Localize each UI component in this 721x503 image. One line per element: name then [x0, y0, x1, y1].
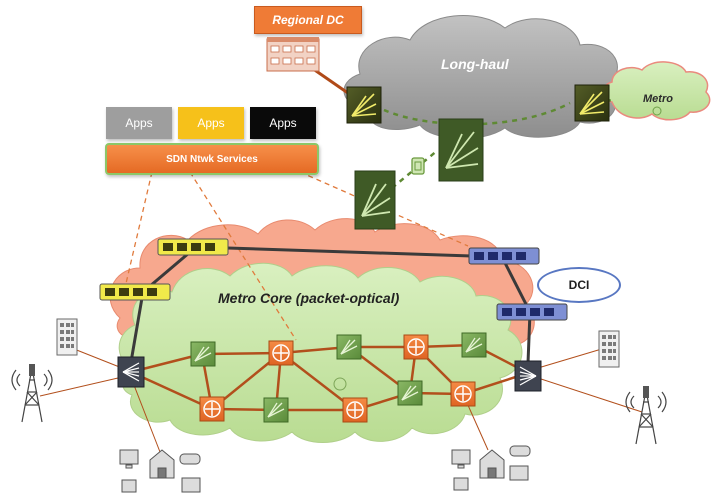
cell-tower-west-icon [11, 364, 53, 423]
residential-cluster-west-icon [119, 449, 201, 493]
dci-bubble: DCI [537, 267, 621, 303]
interface-card-blue-top [468, 247, 540, 265]
router-node-icon [450, 381, 476, 407]
roadm-node-icon [336, 334, 362, 360]
pluggable-optic [411, 157, 425, 175]
edge-node-west-icon [117, 356, 145, 388]
router-node-icon [342, 397, 368, 423]
apps-label: Apps [197, 116, 225, 130]
roadm-metro-gateway-icon [354, 170, 396, 230]
apps-tile-yellow[interactable]: Apps [178, 107, 244, 139]
regional-dc-label: Regional DC [254, 6, 362, 34]
apps-label: Apps [269, 116, 297, 130]
dci-text: DCI [568, 278, 590, 292]
roadm-longhaul-east-icon [574, 84, 610, 122]
metro-node-icon [652, 106, 662, 116]
router-node-icon [199, 396, 225, 422]
interface-card-blue-bottom [496, 303, 568, 321]
edge-node-east-icon [514, 360, 542, 392]
roadm-node-icon [263, 397, 289, 423]
long-haul-label: Long-haul [441, 56, 509, 72]
datacenter-building-icon [266, 37, 320, 72]
sdn-services-bar[interactable]: SDN Ntwk Services [105, 143, 319, 175]
cell-tower-east-icon [625, 386, 667, 445]
apps-tile-gray[interactable]: Apps [106, 107, 172, 139]
metro-edge-cloud [601, 61, 711, 121]
building-east-icon [598, 330, 620, 368]
roadm-longhaul-mid-icon [438, 118, 484, 182]
roadm-node-icon [190, 341, 216, 367]
roadm-node-icon [397, 380, 423, 406]
router-node-icon [403, 334, 429, 360]
interface-card-yellow-bottom [99, 283, 171, 301]
regional-dc-text: Regional DC [272, 13, 344, 27]
residential-cluster-east-icon [451, 445, 531, 491]
roadm-longhaul-west-icon [346, 86, 382, 124]
interface-card-yellow-top [157, 238, 229, 256]
router-node-icon [268, 340, 294, 366]
roadm-node-icon [461, 332, 487, 358]
metro-core-label: Metro Core (packet-optical) [218, 290, 400, 306]
building-west-icon [56, 318, 78, 356]
sdn-services-text: SDN Ntwk Services [166, 153, 258, 165]
apps-tile-black[interactable]: Apps [250, 107, 316, 139]
apps-label: Apps [125, 116, 153, 130]
metro-edge-label: Metro [643, 93, 673, 105]
